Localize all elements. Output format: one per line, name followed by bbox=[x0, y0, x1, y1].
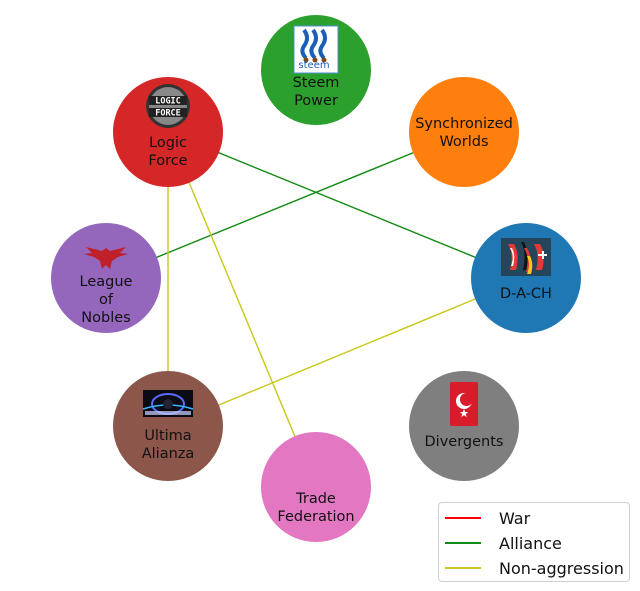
node-label: Power bbox=[294, 93, 338, 109]
non-aggression-line-swatch bbox=[445, 567, 481, 569]
node-circle bbox=[471, 223, 581, 333]
phoenix-logo-icon bbox=[84, 247, 128, 269]
node-label: Logic bbox=[149, 135, 187, 151]
edge-non-aggression bbox=[167, 277, 527, 427]
edge-alliance bbox=[167, 131, 527, 279]
legend: War Alliance Non-aggression bbox=[438, 502, 630, 582]
legend-label: Alliance bbox=[499, 533, 562, 553]
logic-force-logo-text: FORCE bbox=[155, 109, 181, 119]
node-label: Steem bbox=[293, 75, 340, 91]
dach-flags-logo-icon bbox=[501, 238, 551, 276]
steem-logo-text: steem bbox=[298, 60, 329, 71]
legend-label: War bbox=[499, 508, 531, 528]
node-label: Synchronized bbox=[415, 116, 513, 132]
node-label: Trade bbox=[295, 491, 336, 507]
node-label: Nobles bbox=[81, 310, 130, 326]
ultima-alianza-logo-icon bbox=[142, 390, 194, 417]
node-label: Worlds bbox=[439, 134, 488, 150]
node-circle bbox=[261, 432, 371, 542]
node-label: of bbox=[99, 292, 114, 308]
node-label: League bbox=[80, 274, 133, 290]
legend-item-alliance: Alliance bbox=[445, 532, 562, 554]
node-label: Ultima bbox=[144, 428, 191, 444]
alliance-line-swatch bbox=[445, 542, 481, 544]
node-circle bbox=[113, 371, 223, 481]
node-label: Federation bbox=[277, 509, 354, 525]
legend-item-non-aggression: Non-aggression bbox=[445, 557, 624, 579]
node-divergents: Divergents bbox=[409, 371, 519, 481]
edge-non-aggression bbox=[167, 131, 317, 488]
node-circle bbox=[113, 77, 223, 187]
turkish-flag-logo-icon bbox=[450, 382, 478, 426]
edge-alliance bbox=[105, 131, 465, 279]
legend-item-war: War bbox=[445, 507, 530, 529]
node-circle bbox=[409, 77, 519, 187]
node-label: Force bbox=[148, 153, 187, 169]
node-label: Alianza bbox=[142, 446, 195, 462]
node-label: Divergents bbox=[425, 434, 504, 450]
logic-force-logo-icon: LOGIC FORCE bbox=[146, 84, 190, 128]
legend-label: Non-aggression bbox=[499, 558, 624, 578]
nodes-layer: steemSteemPowerLOGICFORCELogicForceSynch… bbox=[51, 15, 581, 542]
logic-force-logo-text: LOGIC bbox=[155, 97, 181, 107]
node-dach: D-A-CH bbox=[471, 223, 581, 333]
node-circle bbox=[51, 223, 161, 333]
war-line-swatch bbox=[445, 517, 481, 519]
node-label: D-A-CH bbox=[500, 286, 552, 302]
steem-logo-icon: steem bbox=[293, 25, 339, 74]
